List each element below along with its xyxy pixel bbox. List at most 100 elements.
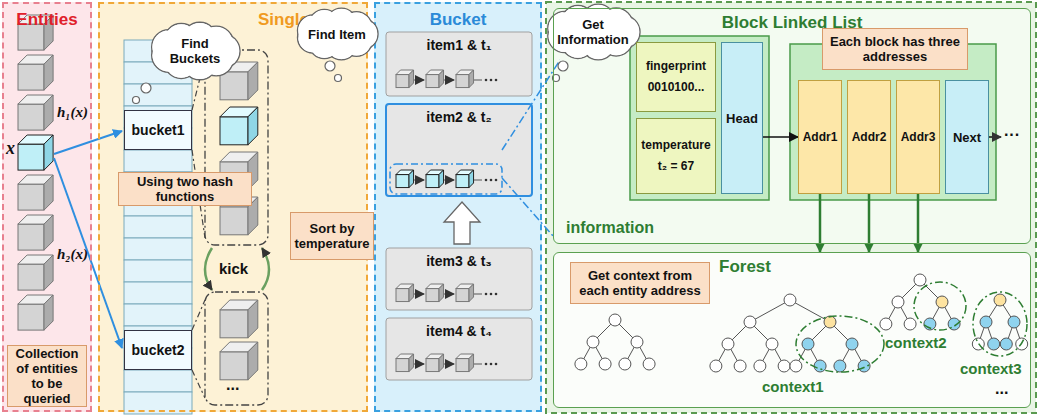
label-text: ... xyxy=(995,380,1008,398)
tree-node xyxy=(722,338,734,350)
panel-fill xyxy=(553,252,1031,408)
chain-dots xyxy=(495,179,498,182)
node-text: Find Item xyxy=(308,27,366,42)
cube-face xyxy=(44,55,53,90)
label-text: x xyxy=(6,138,15,159)
tree-node xyxy=(834,360,846,372)
chain-dots xyxy=(495,293,498,296)
table-row xyxy=(124,238,192,260)
tree-node xyxy=(599,358,611,370)
cube-face xyxy=(44,255,53,290)
chain-arrow xyxy=(474,294,482,295)
thought-bubble xyxy=(141,83,151,93)
address-box: Addr2 xyxy=(847,80,891,194)
leader-line xyxy=(502,60,560,150)
cube-icon xyxy=(18,95,53,130)
cube-face xyxy=(220,207,248,235)
cube-face xyxy=(439,70,444,88)
tree-node xyxy=(994,294,1006,306)
tree-node xyxy=(784,294,796,306)
bucket-panel: Bucketitem1 & t₁item2 & t₂item3 & t₃item… xyxy=(374,2,542,412)
tree-node xyxy=(936,296,948,308)
chain-arrow xyxy=(474,364,482,365)
chain-dots xyxy=(490,79,493,82)
item-box: item3 & t₃ xyxy=(386,248,532,310)
cube-face xyxy=(426,289,439,302)
thought-cloud: Find Item xyxy=(296,8,378,60)
connector xyxy=(763,136,798,138)
cube-face xyxy=(396,175,409,188)
cube-face xyxy=(18,64,44,90)
leader-line xyxy=(502,178,553,236)
thought-bubble xyxy=(133,97,140,104)
tree-node xyxy=(631,336,643,348)
tree-node xyxy=(1008,316,1020,328)
cube-face xyxy=(426,175,439,188)
bucket-slots xyxy=(205,50,268,245)
node-text: Sort by temperature xyxy=(294,221,369,251)
tree-node xyxy=(980,316,992,328)
cube-face xyxy=(220,117,248,145)
tree-node xyxy=(643,358,655,370)
panel-outline xyxy=(546,2,1036,413)
cube-face xyxy=(44,295,53,330)
cube-icon xyxy=(396,170,414,188)
bucket-cell: bucket1 xyxy=(124,110,192,150)
thought-cloud: Get Information xyxy=(546,4,640,60)
note-box: Using two hash functions xyxy=(118,172,252,206)
cube-face xyxy=(469,354,474,372)
table-row xyxy=(124,370,192,392)
node-text: Addr3 xyxy=(901,130,936,144)
kick-arrow xyxy=(262,248,269,290)
tree-node xyxy=(587,336,599,348)
node-text: item3 & t₃ xyxy=(426,253,492,269)
tree-node xyxy=(988,338,1000,350)
chain-highlight xyxy=(390,164,502,194)
thought-bubble xyxy=(335,75,342,82)
cube-face xyxy=(396,289,409,302)
next-box: Next xyxy=(945,80,989,194)
node-text: 0010100... xyxy=(648,80,705,95)
chain-arrow xyxy=(414,80,424,81)
chain-arrow xyxy=(414,364,424,365)
cube-face xyxy=(18,184,44,210)
cube-face xyxy=(248,62,258,100)
cube-face xyxy=(409,170,414,188)
chain-dots xyxy=(485,179,488,182)
table-row xyxy=(124,304,192,326)
item-box: item1 & t₁ xyxy=(386,32,532,96)
node-text: information xyxy=(566,219,654,237)
label-text: ... xyxy=(226,376,239,394)
chain-arrow xyxy=(444,180,454,181)
node-text: temperature xyxy=(641,138,710,153)
cube-face xyxy=(248,342,258,380)
cube-face xyxy=(456,75,469,88)
chain-arrow xyxy=(474,180,482,181)
cube-face xyxy=(18,264,44,290)
tree-node xyxy=(824,316,836,328)
label-text: h₂(x) xyxy=(57,246,88,263)
cloud-fill xyxy=(305,17,368,50)
chain-arrow xyxy=(444,294,454,295)
note-box: Get context from each entity address xyxy=(570,262,710,304)
chain-dots xyxy=(485,363,488,366)
cube-face xyxy=(456,175,469,188)
field-box: fingerprint 0010100... xyxy=(636,42,716,112)
cube-icon xyxy=(456,70,474,88)
cube-icon xyxy=(18,255,53,290)
node-text: bucket2 xyxy=(132,342,185,358)
thought-cloud: Find Buckets xyxy=(150,22,240,80)
node-text: Using two hash functions xyxy=(123,174,247,204)
node-text: Get context from each entity address xyxy=(575,268,705,298)
cube-face xyxy=(44,135,53,170)
node-text: fingerprint xyxy=(646,59,706,74)
entities-panel: EntitiesCollection of entities to be que… xyxy=(2,2,92,412)
thought-bubble xyxy=(325,61,335,71)
chain-dots xyxy=(490,179,493,182)
tree-node xyxy=(814,360,826,372)
kick-arrow xyxy=(205,248,212,290)
cube-face xyxy=(469,284,474,302)
table-panel: Single Tablebucket1bucket2Using two hash… xyxy=(98,2,368,412)
cube-face xyxy=(248,107,258,145)
panel-fill xyxy=(553,8,1031,244)
